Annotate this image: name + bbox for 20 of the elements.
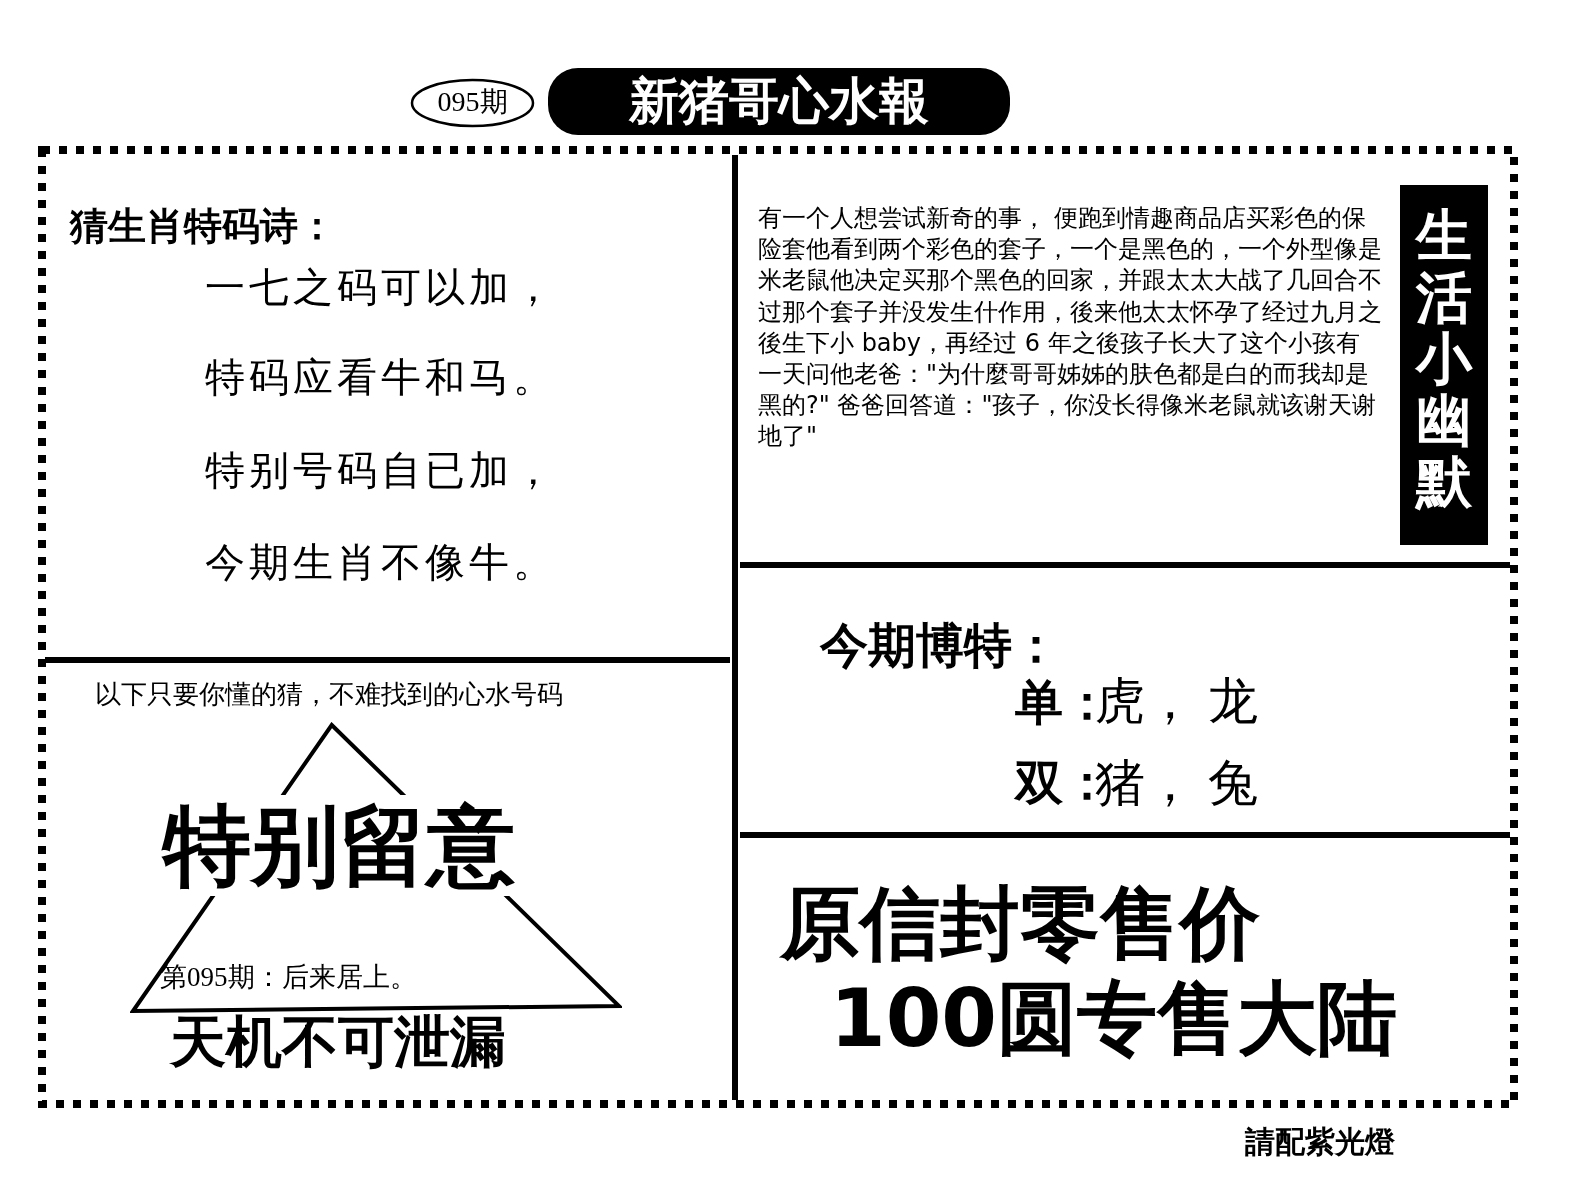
tip-heading: 今期博特： [820,618,1060,674]
poem-line: 特别号码自已加， [205,448,557,494]
vertical-heading-box [1400,185,1488,545]
price-text: 100圆专售大陆 [830,973,1397,1065]
hint-heading: 特别留意 [163,795,515,897]
issue-number: 095期 [436,86,509,119]
poem-line: 特码应看牛和马。 [205,355,557,401]
price-text: 原信封零售价 [780,878,1260,970]
hint-text: 以下只要你懂的猜，不难找到的心水号码 [95,680,563,710]
issue-badge [410,78,535,128]
triangle-shape [130,722,622,1014]
poem-line: 一七之码可以加， [205,265,557,311]
title-banner: 新猪哥心水報 [548,68,1010,135]
hint-footer: 天机不可泄漏 [170,1010,506,1075]
vertical-heading: 生活小幽默 [1416,205,1472,513]
triangle-caption: 第095期：后来居上。 [160,962,417,994]
joke-paragraph: 有一个人想尝试新奇的事， 便跑到情趣商品店买彩色的保险套他看到两个彩色的套子，一个是黑色的，一个外型像是米老鼠他决定买那个黑色的回家，并跟太太大战了几回合不过那个套子并没发生什作用，後来他太太怀孕了经过九月之後生下小 baby，再经过 6 年之後孩子长大了这个小孩有一天问他老爸："为什麼哥哥姊姊的肤色都是白的而我却是黑的?" 爸爸回答道："孩子，你没长得像米老鼠就该谢天谢地了" [758,203,1383,453]
poem-heading: 猜生肖特码诗： [70,205,336,249]
poem-line: 今期生肖不像牛。 [205,540,557,586]
footer-note: 請配紫光燈 [1245,1123,1395,1161]
